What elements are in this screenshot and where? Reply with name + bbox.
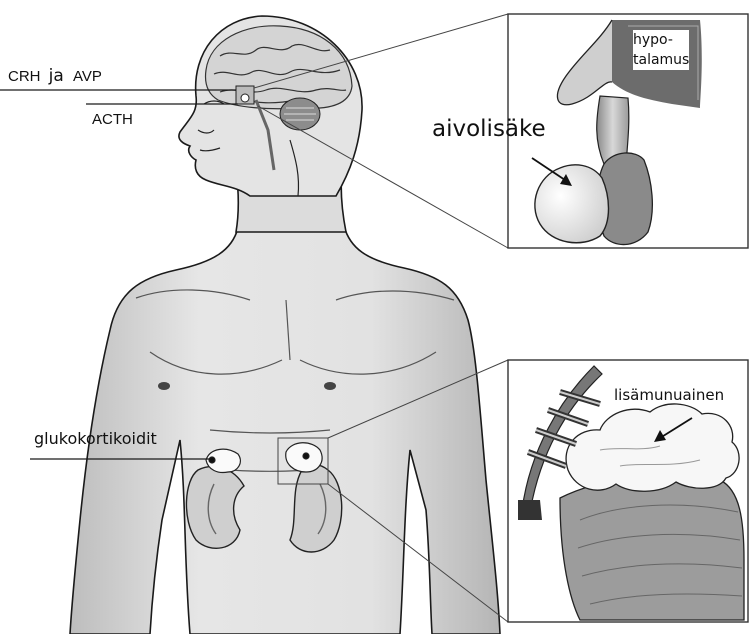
brain (206, 26, 353, 109)
label-acth: ACTH (92, 112, 133, 127)
label-ja: ja (49, 66, 64, 86)
label-crh: CRH (8, 68, 41, 85)
label-lisamunuainen: lisämunuainen (614, 388, 724, 403)
right-nipple (324, 382, 336, 390)
label-avp: AVP (73, 68, 102, 85)
cerebellum (280, 98, 320, 130)
label-aivolisake: aivolisäke (432, 118, 546, 141)
left-nipple (158, 382, 170, 390)
label-glukokortikoidit: glukokortikoidit (34, 431, 157, 447)
label-hypothalamus: hypo- talamus (633, 30, 689, 70)
